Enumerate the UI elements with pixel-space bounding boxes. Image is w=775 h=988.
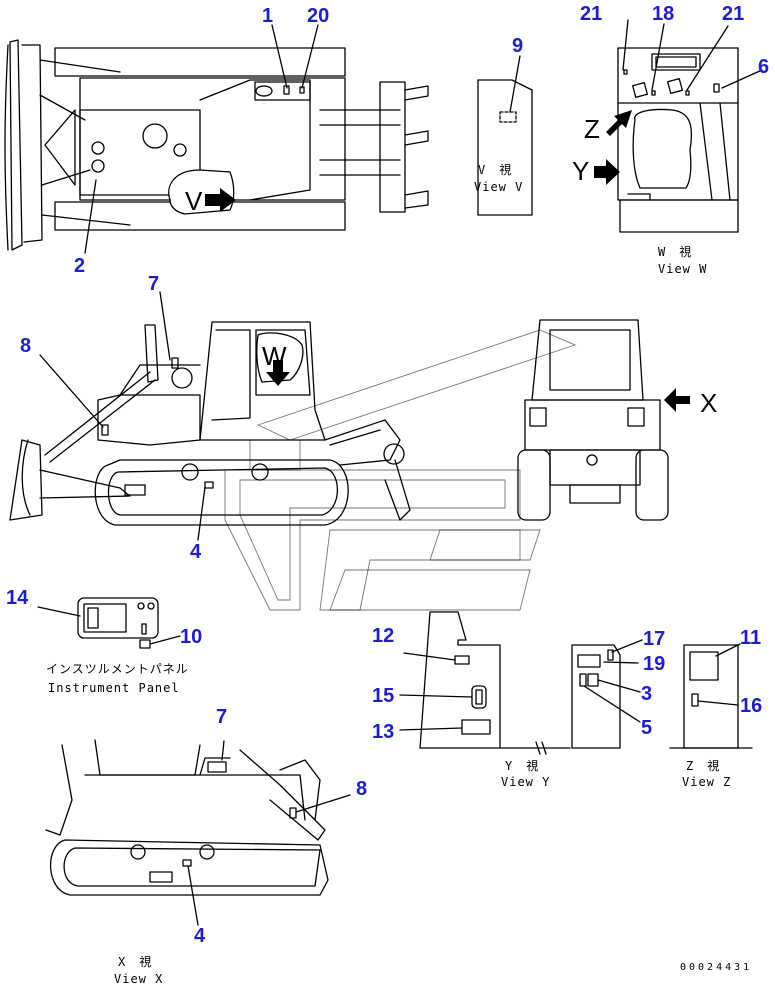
callout-14[interactable]: 14 [6, 587, 29, 609]
callout-3[interactable]: 3 [641, 683, 652, 705]
view-x-marker: X [700, 388, 717, 418]
view-v-caption-jp: V 視 [478, 162, 512, 177]
view-y-arrow [594, 159, 620, 185]
callout-15[interactable]: 15 [372, 685, 394, 707]
callout-1[interactable]: 1 [262, 5, 273, 27]
view-x-arrow [664, 388, 690, 412]
view-z-marker: Z [584, 114, 600, 144]
watermark-logo [224, 329, 577, 611]
callout-7-viewx[interactable]: 7 [216, 706, 227, 728]
callout-18[interactable]: 18 [652, 3, 674, 25]
view-y-caption-jp: Y 視 [505, 758, 539, 773]
callout-11[interactable]: 11 [740, 627, 761, 649]
top-plan-view: V [4, 24, 429, 254]
view-z-caption-en: View Z [682, 775, 731, 789]
callout-12[interactable]: 12 [372, 625, 394, 647]
side-view: W [9, 291, 411, 541]
view-y-drawing [399, 611, 643, 755]
callout-5[interactable]: 5 [641, 717, 652, 739]
view-v-caption-en: View V [474, 180, 523, 194]
callout-20[interactable]: 20 [307, 5, 329, 27]
callout-8-viewx[interactable]: 8 [356, 778, 367, 800]
view-y-caption-en: View Y [501, 775, 550, 789]
instrument-panel-caption-jp: インスツルメントパネル [46, 662, 189, 676]
view-w-caption-en: View W [658, 262, 707, 276]
view-x-caption-jp: X 視 [118, 954, 152, 969]
callout-7-side[interactable]: 7 [148, 273, 159, 295]
callout-6[interactable]: 6 [758, 56, 769, 78]
view-v-marker: V [185, 186, 203, 216]
callout-19[interactable]: 19 [643, 653, 665, 675]
callout-8-side[interactable]: 8 [20, 335, 31, 357]
rear-view [517, 319, 669, 521]
view-z-drawing [669, 643, 753, 749]
callout-17[interactable]: 17 [643, 628, 665, 650]
view-v-drawing [477, 55, 533, 216]
callout-21-left[interactable]: 21 [580, 3, 602, 25]
view-x-drawing [45, 739, 351, 926]
callout-9[interactable]: 9 [512, 35, 523, 57]
view-w-drawing [617, 19, 763, 233]
view-x-caption-en: View X [114, 972, 163, 986]
callout-2[interactable]: 2 [74, 255, 85, 277]
callout-4-side[interactable]: 4 [190, 541, 202, 563]
view-z-caption-jp: Z 視 [686, 758, 720, 773]
callout-13[interactable]: 13 [372, 721, 394, 743]
view-y-marker: Y [572, 156, 589, 186]
drawing-number: 00024431 [680, 962, 752, 973]
callout-16[interactable]: 16 [740, 695, 762, 717]
instrument-panel-drawing [37, 597, 181, 649]
view-w-caption-jp: W 視 [658, 244, 692, 259]
callout-21-right[interactable]: 21 [722, 3, 744, 25]
callout-4-viewx[interactable]: 4 [194, 925, 206, 947]
callout-10[interactable]: 10 [180, 626, 202, 648]
view-z-arrow [606, 110, 632, 136]
instrument-panel-caption-en: Instrument Panel [48, 681, 180, 695]
